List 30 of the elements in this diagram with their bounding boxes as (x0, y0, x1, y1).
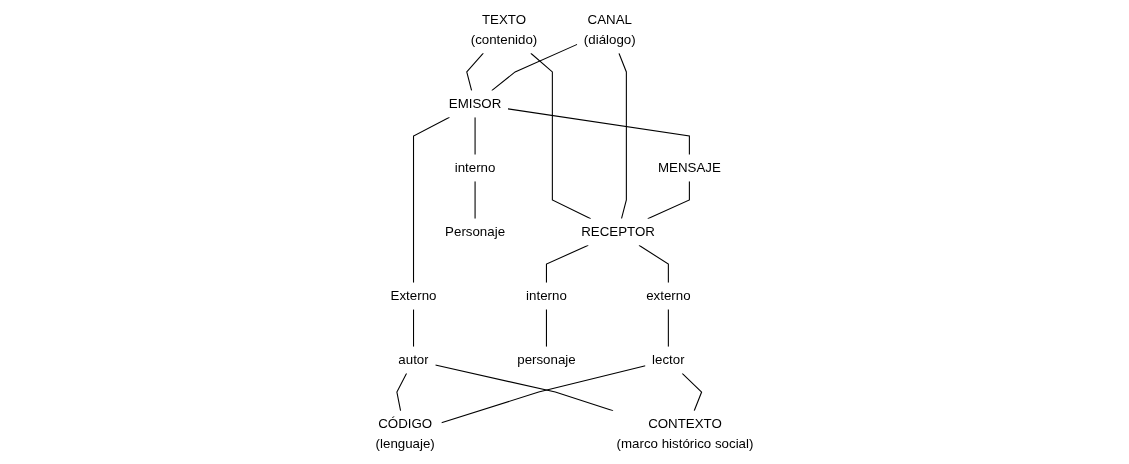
node-text: personaje (517, 352, 576, 367)
node-text: interno (454, 160, 496, 175)
connector (507, 108, 690, 156)
node-text: autor (398, 352, 429, 367)
connector (412, 116, 451, 284)
node-text: externo (646, 288, 691, 303)
connector (412, 308, 415, 348)
connector (434, 364, 614, 412)
node-text: Externo (390, 288, 437, 303)
node-text: CANAL (diálogo) (583, 12, 636, 47)
connector (440, 365, 646, 424)
connector (545, 308, 547, 348)
node-text: interno (526, 288, 567, 303)
node-text: lector (652, 352, 685, 367)
connector (638, 244, 669, 284)
node-text: RECEPTOR (581, 224, 655, 239)
connector (530, 52, 592, 220)
connector (545, 244, 589, 284)
node-text: EMISOR (448, 96, 502, 111)
connector (647, 180, 690, 220)
connector (466, 52, 484, 92)
connector (491, 43, 578, 92)
node-text: TEXTO (contenido) (470, 12, 538, 47)
connector (396, 372, 408, 412)
node-text: Personaje (445, 224, 506, 239)
node-text: CÓDIGO (lenguaje) (375, 416, 435, 451)
node-text: CONTEXTO (marco histórico social) (616, 416, 754, 451)
connector (618, 52, 627, 220)
connector (667, 308, 669, 348)
node-text: MENSAJE (657, 160, 721, 175)
